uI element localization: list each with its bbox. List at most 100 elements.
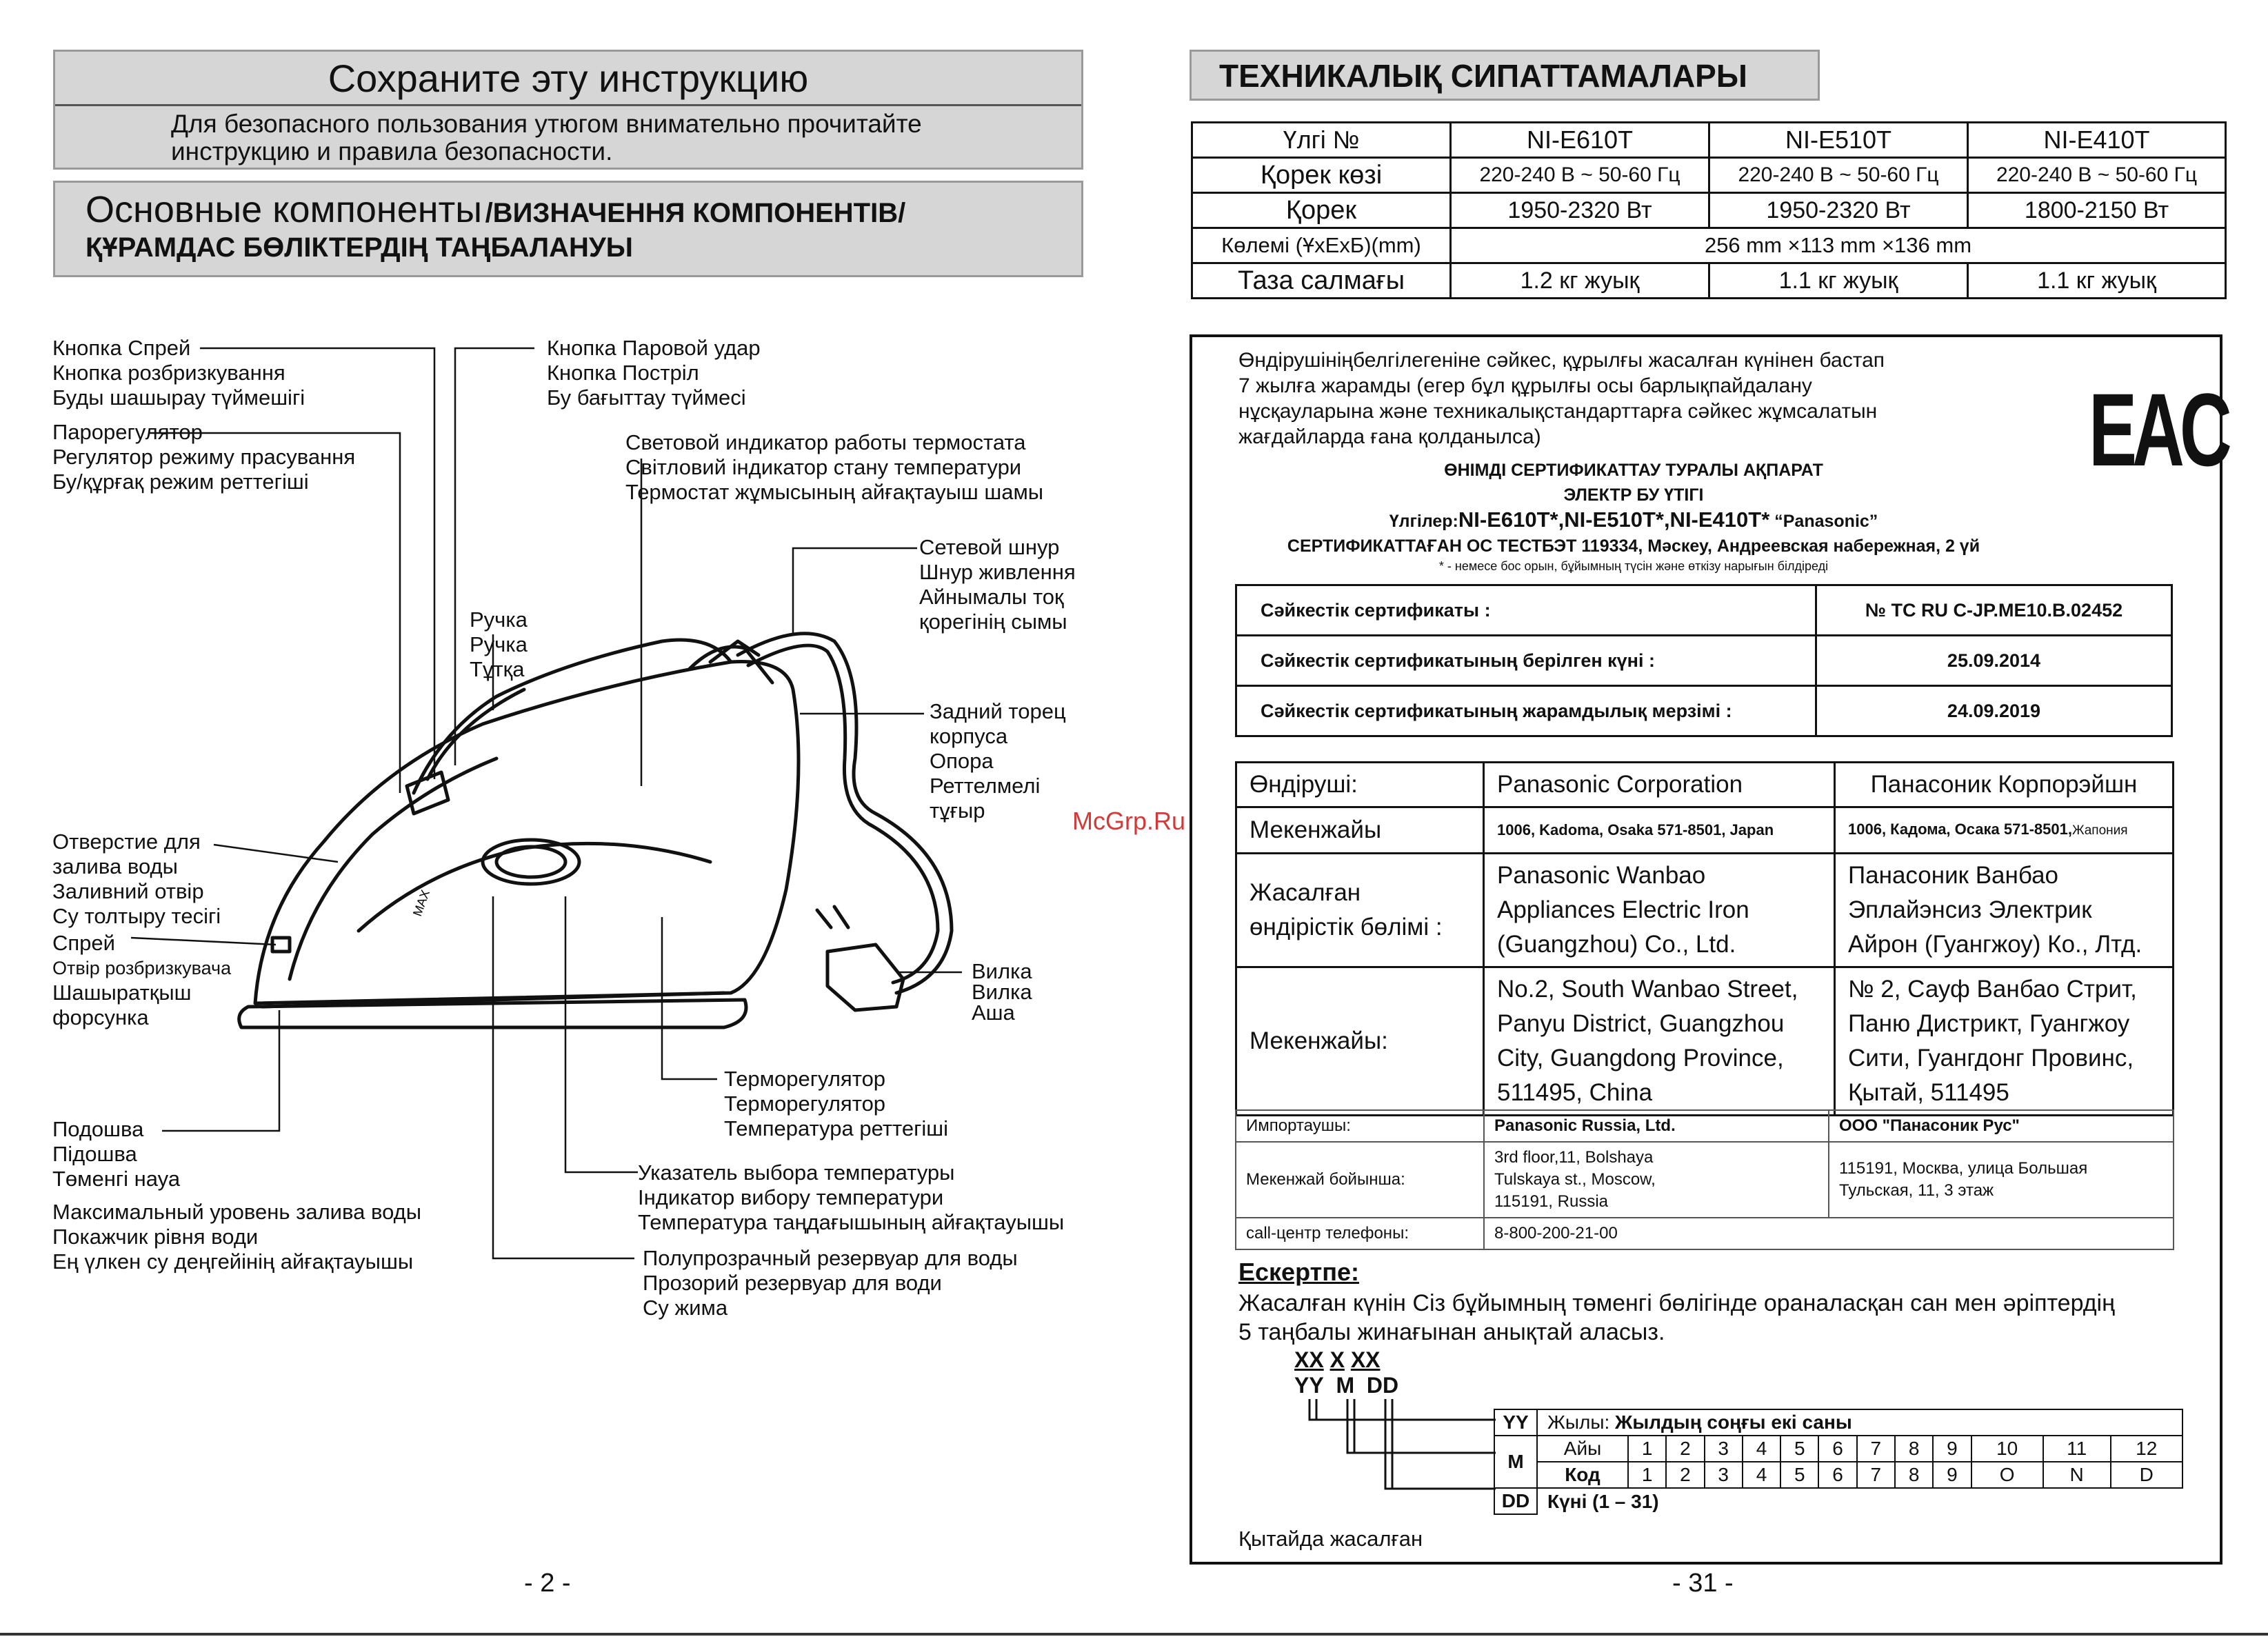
month-cell: 8 bbox=[1894, 1435, 1934, 1462]
cert-label: Сәйкестік сертификатының жарамдылық мерз… bbox=[1235, 685, 1817, 737]
mfg-label: Мекенжайы bbox=[1235, 806, 1485, 854]
iron-body-outline bbox=[253, 660, 801, 1005]
temperature-dial bbox=[481, 838, 581, 886]
save-instructions-line-2: инструкцию и правила безопасности. bbox=[171, 137, 613, 165]
spec-table-row: Таза салмағы 1.2 кг жуық 1.1 кг жуық 1.1… bbox=[1191, 262, 2227, 299]
code-desc: Күні (1 – 31) bbox=[1547, 1490, 1659, 1512]
plug-shape bbox=[825, 943, 905, 1012]
spec-cell: NI-E510T bbox=[1708, 121, 1969, 159]
month-cell: 9 bbox=[1932, 1435, 1972, 1462]
importer-row: Мекенжай бойынша: 3rd floor,11, Bolshaya… bbox=[1235, 1141, 2174, 1218]
mfg-value-ru: 1006, Кадома, Осака 571-8501,Жапония bbox=[1834, 806, 2174, 854]
mfg-row: Мекенжайы 1006, Kadoma, Osaka 571-8501, … bbox=[1235, 806, 2174, 854]
code-desc: Жылы: Жылдың соңғы екі саны bbox=[1536, 1409, 2183, 1436]
bottom-rule bbox=[0, 1633, 2268, 1636]
spec-cell: 220-240 В ~ 50-60 Гц bbox=[1708, 157, 1969, 194]
cert-row: Сәйкестік сертификаты :№ ТС RU C-JP.ME10… bbox=[1235, 584, 2173, 636]
code-cell: 2 bbox=[1665, 1461, 1705, 1489]
month-cell: 7 bbox=[1856, 1435, 1896, 1462]
cert-row: Сәйкестік сертификатының жарамдылық мерз… bbox=[1235, 685, 2173, 737]
code-cell: D bbox=[2109, 1461, 2184, 1489]
spec-cell: 1.1 кг жуық bbox=[1967, 262, 2227, 299]
spec-cell: Көлемі (ҰxЕxБ)(mm) bbox=[1191, 227, 1452, 264]
code-format: XX X XX YY M DD bbox=[1294, 1347, 1399, 1398]
month-cell: 11 bbox=[2042, 1435, 2111, 1462]
cert-value: № ТС RU C-JP.ME10.B.02452 bbox=[1815, 584, 2173, 636]
spec-cell: Қорек bbox=[1191, 192, 1452, 229]
note-text: Жасалған күнін Сіз бұйымның төменгі бөлі… bbox=[1238, 1290, 2115, 1345]
month-cell: 6 bbox=[1818, 1435, 1858, 1462]
importer-table: Импортаушы: Panasonic Russia, Ltd. ООО "… bbox=[1235, 1109, 2174, 1250]
code-row-month: M Айы 1 2 3 4 5 6 7 8 9 10 11 12 bbox=[1494, 1435, 2184, 1489]
code-cell: 3 bbox=[1703, 1461, 1743, 1489]
mfg-row: Өндіруші: Panasonic Corporation Панасони… bbox=[1235, 761, 2174, 808]
importer-label: Мекенжай бойынша: bbox=[1235, 1141, 1485, 1218]
note-title: Ескертпе: bbox=[1238, 1258, 1359, 1286]
page-number-left: - 2 - bbox=[524, 1569, 571, 1598]
code-cell: 9 bbox=[1932, 1461, 1972, 1489]
month-cell: 2 bbox=[1665, 1435, 1705, 1462]
cert-value: 24.09.2019 bbox=[1815, 685, 2173, 737]
spec-cell: 220-240 В ~ 50-60 Гц bbox=[1449, 157, 1710, 194]
code-cell: 5 bbox=[1780, 1461, 1820, 1489]
code-cell: N bbox=[2042, 1461, 2111, 1489]
code-connectors bbox=[1308, 1399, 1496, 1490]
spec-cell: 1950-2320 Вт bbox=[1449, 192, 1710, 229]
spec-cell: NI-E610T bbox=[1449, 121, 1710, 159]
month-cell: 12 bbox=[2109, 1435, 2184, 1462]
cert-value: 25.09.2014 bbox=[1815, 634, 2173, 687]
spec-cell: 1.2 кг жуық bbox=[1449, 262, 1710, 299]
code-cell: 4 bbox=[1741, 1461, 1782, 1489]
spec-cell: 220-240 В ~ 50-60 Гц bbox=[1967, 157, 2227, 194]
tech-specs-title: ТЕХНИКАЛЫҚ СИПАТТАМАЛАРЫ bbox=[1219, 58, 1747, 94]
mfg-label: Мекенжайы: bbox=[1235, 966, 1485, 1116]
tech-specs-header: ТЕХНИКАЛЫҚ СИПАТТАМАЛАРЫ bbox=[1190, 50, 1820, 101]
save-instructions-line-1: Для безопасного пользования утюгом внима… bbox=[171, 110, 922, 138]
spec-table: Үлгі № NI-E610T NI-E510T NI-E410T Қорек … bbox=[1191, 121, 2227, 299]
cert-heading: ӨНІМДІ СЕРТИФИКАТТАУ ТУРАЛЫ АҚПАРАТ ЭЛЕК… bbox=[1287, 461, 1980, 573]
importer-row: call-центр телефоны: 8-800-200-21-00 bbox=[1235, 1217, 2174, 1250]
mfg-value-en: Panasonic Corporation bbox=[1483, 761, 1836, 808]
save-instructions-header: Сохраните эту инструкцию Для безопасного… bbox=[53, 50, 1083, 170]
month-cell: 10 bbox=[1970, 1435, 2044, 1462]
cert-label: Сәйкестік сертификатының берілген күні : bbox=[1235, 634, 1817, 687]
code-cell: 1 bbox=[1627, 1461, 1667, 1489]
importer-value-ru: ООО "Панасоник Рус" bbox=[1828, 1109, 2174, 1143]
save-instructions-title: Сохраните эту инструкцию bbox=[328, 57, 809, 100]
certificate-box: Өндірушініңбелгілегеніне сәйкес, құрылғы… bbox=[1190, 334, 2232, 1565]
code-row-day: DD Күні (1 – 31) bbox=[1494, 1487, 2182, 1515]
mfg-value-en: 1006, Kadoma, Osaka 571-8501, Japan bbox=[1483, 806, 1836, 854]
month-cell: 4 bbox=[1741, 1435, 1782, 1462]
date-code-table: YY Жылы: Жылдың соңғы екі саны M Айы 1 2… bbox=[1494, 1409, 2184, 1515]
spec-cell: 1950-2320 Вт bbox=[1708, 192, 1969, 229]
code-cell: O bbox=[1970, 1461, 2044, 1489]
warranty-text: Өндірушініңбелгілегеніне сәйкес, құрылғы… bbox=[1238, 349, 1885, 448]
cert-label: Сәйкестік сертификаты : bbox=[1235, 584, 1817, 636]
month-cell: 5 bbox=[1780, 1435, 1820, 1462]
importer-row: Импортаушы: Panasonic Russia, Ltd. ООО "… bbox=[1235, 1109, 2174, 1143]
code-row-code: Код 1 2 3 4 5 6 7 8 9 O N D bbox=[1494, 1461, 2184, 1489]
code-cell: 6 bbox=[1818, 1461, 1858, 1489]
iron-diagram: MAX bbox=[130, 347, 962, 1260]
components-section-header: Основные компоненты /ВИЗНАЧЕННЯ КОМПОНЕН… bbox=[53, 181, 1083, 277]
importer-label: call-центр телефоны: bbox=[1235, 1217, 1485, 1250]
mfg-row: Мекенжайы: No.2, South Wanbao Street,Pan… bbox=[1235, 966, 2174, 1116]
code-row-year: YY Жылы: Жылдың соңғы екі саны bbox=[1494, 1409, 2183, 1436]
certificate-table: Сәйкестік сертификаты :№ ТС RU C-JP.ME10… bbox=[1235, 584, 2173, 737]
